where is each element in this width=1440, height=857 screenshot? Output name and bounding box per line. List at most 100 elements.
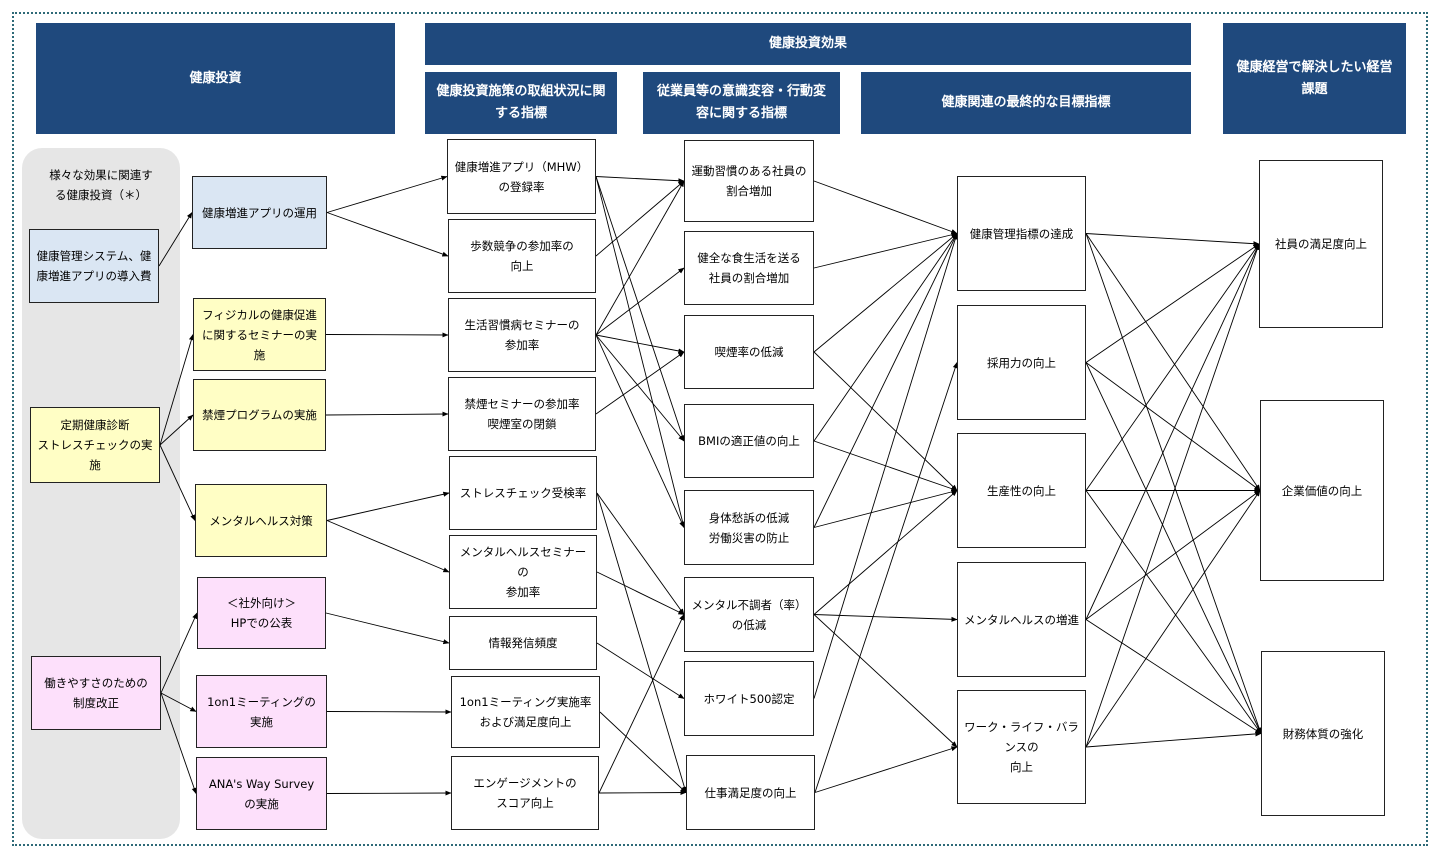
connector-arrow [1085,243,1260,491]
connector-arrow [159,414,194,446]
mental-seminar-node: メンタルヘルスセミナーの 参加率 [449,535,597,609]
work-life-balance-node: ワーク・ライフ・バランスの 向上 [957,690,1086,804]
financial-strength-node: 財務体質の強化 [1261,651,1385,816]
connector-arrow [1085,243,1260,620]
connector-arrow [595,176,685,442]
connector-arrow [1085,731,1262,748]
connector-arrow [325,332,449,338]
one-on-one-node: 1on1ミーティングの 実施 [196,675,327,748]
connector-arrow [813,351,958,491]
stress-check-rate-node: ストレスチェック受検率 [449,456,597,530]
lifestyle-seminar-node: 生活習慣病セミナーの 参加率 [448,298,596,372]
info-frequency-node: 情報発信頻度 [449,616,597,670]
connector-arrow [813,233,958,353]
connector-arrow [595,351,685,415]
connector-arrow [326,790,452,796]
connector-arrow [596,492,687,794]
workstyle-reform-node: 働きやすさのための 制度改正 [31,656,161,730]
system-app-cost-node: 健康管理システム、健康増進アプリの導入費 [29,229,159,303]
external-publication-node: ＜社外向け＞ HPでの公表 [197,577,326,649]
connector-arrow [595,334,685,529]
connector-arrow [813,232,958,269]
connector-arrow [1085,489,1261,748]
job-satisfaction-node: 仕事満足度の向上 [686,755,815,830]
connector-arrow [159,333,194,446]
connector-arrow [599,711,687,793]
connector-arrow [1085,362,1262,735]
connector-arrow [1085,243,1260,748]
connector-arrow [596,492,685,616]
employee-satisfaction-node: 社員の満足度向上 [1259,160,1383,328]
mental-illness-rate-node: メンタル不調者（率） の低減 [684,577,814,652]
connector-arrow [326,175,448,213]
connector-arrow [813,489,958,528]
header-effect: 健康投資効果 [425,23,1191,65]
exercise-habit-node: 運動習慣のある社員の 割合増加 [684,140,814,222]
investment-note: 様々な効果に関連する健康投資（＊） [49,168,153,202]
connector-arrow [326,491,450,521]
header-final: 健康関連の最終的な目標指標 [861,72,1191,134]
ana-way-survey-node: ANA's Way Survey の実施 [196,757,327,830]
connector-arrow [1085,233,1262,735]
connector-arrow [1085,243,1260,363]
bmi-node: BMIの適正値の向上 [684,404,814,478]
recruiting-power-node: 採用力の向上 [957,305,1086,420]
connector-arrow [326,520,450,573]
productivity-node: 生産性の向上 [957,433,1086,548]
corporate-value-node: 企業価値の向上 [1260,400,1384,581]
app-registration-rate-node: 健康増進アプリ（MHW） の登録率 [447,139,596,214]
health-mgmt-target-node: 健康管理指標の達成 [957,176,1086,291]
connector-arrow [813,232,958,528]
diagram-frame [12,12,1428,846]
connector-arrow [814,746,958,793]
connector-arrow [596,642,685,699]
connector-arrow [813,232,958,442]
connector-arrow [595,334,685,354]
connector-arrow [1085,233,1260,247]
connector-arrow [160,692,197,712]
connector-arrow [595,180,685,336]
connector-arrow [595,176,685,184]
header-measures: 健康投資施策の取組状況に関する指標 [425,72,617,134]
header-issues: 健康経営で解決したい経営課題 [1223,23,1406,134]
smoking-seminar-node: 禁煙セミナーの参加率 喫煙室の閉鎖 [448,377,596,451]
connector-arrow [813,180,958,234]
white500-node: ホワイト500認定 [684,661,814,736]
connector-arrow [813,614,958,748]
header-behavior: 従業員等の意識変容・行動変容に関する指標 [643,72,840,134]
connector-arrow [595,180,685,257]
engagement-score-node: エンゲージメントの スコア向上 [451,756,599,830]
connector-arrow [1085,619,1262,734]
mental-health-measures-node: メンタルヘルス対策 [195,484,327,557]
mental-health-promotion-node: メンタルヘルスの増進 [957,562,1086,677]
connector-arrow [814,361,958,793]
connector-arrow [813,232,958,699]
connector-arrow [598,613,685,794]
connector-arrow [598,790,687,796]
connector-arrow [813,490,958,615]
connector-arrow [326,212,449,257]
physical-complaints-node: 身体愁訴の低減 労働災害の防止 [684,490,814,565]
connector-arrow [325,612,450,645]
connector-arrow [595,267,685,336]
checkup-stress-node: 定期健康診断 ストレスチェックの実施 [30,407,160,483]
connector-arrow [160,612,198,694]
step-contest-node: 歩数競争の参加率の 向上 [448,219,596,293]
connector-arrow [595,176,686,529]
connector-arrow [325,411,449,417]
connector-arrow [326,709,452,715]
connector-arrow [1085,490,1261,620]
connector-arrow [1085,362,1261,491]
connector-arrow [158,211,193,267]
healthy-diet-node: 健全な食生活を送る 社員の割合増加 [684,231,814,305]
header-investment: 健康投資 [36,23,395,134]
connector-arrow [160,692,197,795]
app-operation-node: 健康増進アプリの運用 [192,176,327,249]
connector-arrow [1085,490,1262,735]
smoking-program-node: 禁煙プログラムの実施 [193,379,326,451]
connector-arrow [159,444,196,522]
physical-seminar-node: フィジカルの健康促進に関するセミナーの実施 [193,298,326,371]
one-on-one-rate-node: 1on1ミーティング実施率 および満足度向上 [451,676,600,748]
